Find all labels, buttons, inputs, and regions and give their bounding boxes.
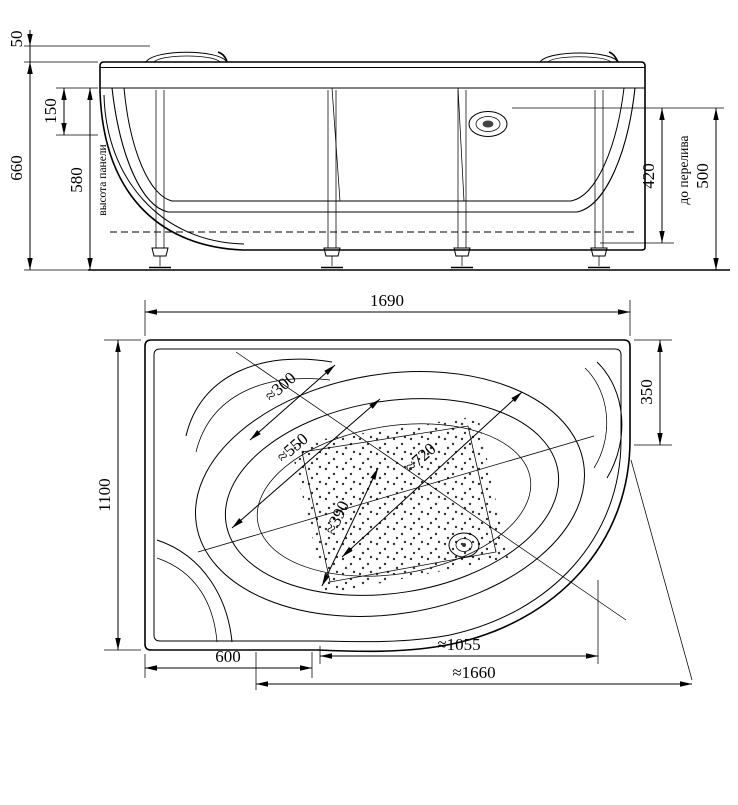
- frame-post: [321, 90, 343, 269]
- frame-posts: [149, 90, 610, 269]
- dim-label-660: 660: [7, 155, 26, 181]
- dimension-420: 420: [512, 107, 724, 244]
- dim-label-1660: ≈1660: [452, 663, 495, 682]
- headrest-left-elevation: [145, 51, 228, 63]
- elevation-view: 50 660 150 580 высота панели 420 5: [7, 30, 730, 271]
- dim-label-350: 350: [637, 379, 656, 405]
- dimension-500: 500 до перелива: [676, 108, 719, 270]
- frame-post: [451, 90, 473, 269]
- panel-height-annotation: высота панели: [97, 144, 109, 215]
- dim-label-1055: ≈1055: [437, 635, 480, 654]
- headrest-top-left-plan: [185, 358, 333, 453]
- dim-label-500: 500: [693, 163, 712, 189]
- dimension-300: ≈300: [249, 364, 336, 441]
- dim-label-150: 150: [41, 98, 60, 124]
- dimension-1055: ≈1055: [319, 580, 599, 664]
- tub-bowl-contours: [110, 87, 638, 233]
- dimension-580: 580 высота панели: [67, 88, 109, 270]
- overflow-drain: [468, 111, 508, 137]
- frame-post: [149, 90, 171, 269]
- dimension-1660: ≈1660: [255, 459, 693, 690]
- frame-post: [588, 90, 610, 269]
- dimension-600: 600: [144, 647, 313, 678]
- plan-view: ≈300 ≈550 ≈720 ≈390 1690 1100: [95, 291, 693, 690]
- dim-label-1690: 1690: [370, 291, 404, 310]
- dimension-1690: 1690: [144, 291, 631, 336]
- headrest-right-elevation: [539, 51, 619, 63]
- dim-label-1100: 1100: [95, 478, 114, 511]
- seat-bottom-left-plan: [156, 539, 233, 643]
- tub-plan-outline: [144, 339, 631, 653]
- overflow-annotation: до перелива: [676, 135, 691, 204]
- dimension-150: 150: [41, 87, 98, 136]
- dimension-350: 350: [634, 339, 672, 446]
- dim-label-420: 420: [639, 163, 658, 189]
- dim-label-600: 600: [215, 647, 241, 666]
- dim-label-300: ≈300: [261, 368, 300, 405]
- dim-label-580: 580: [67, 167, 86, 193]
- dimension-50: 50: [7, 30, 150, 78]
- tub-elevation-outline: [99, 61, 646, 251]
- dim-label-50: 50: [7, 31, 26, 48]
- dimension-660: 660: [7, 62, 95, 271]
- headrest-right-plan: [584, 361, 623, 479]
- dimension-1100: 1100: [95, 339, 141, 651]
